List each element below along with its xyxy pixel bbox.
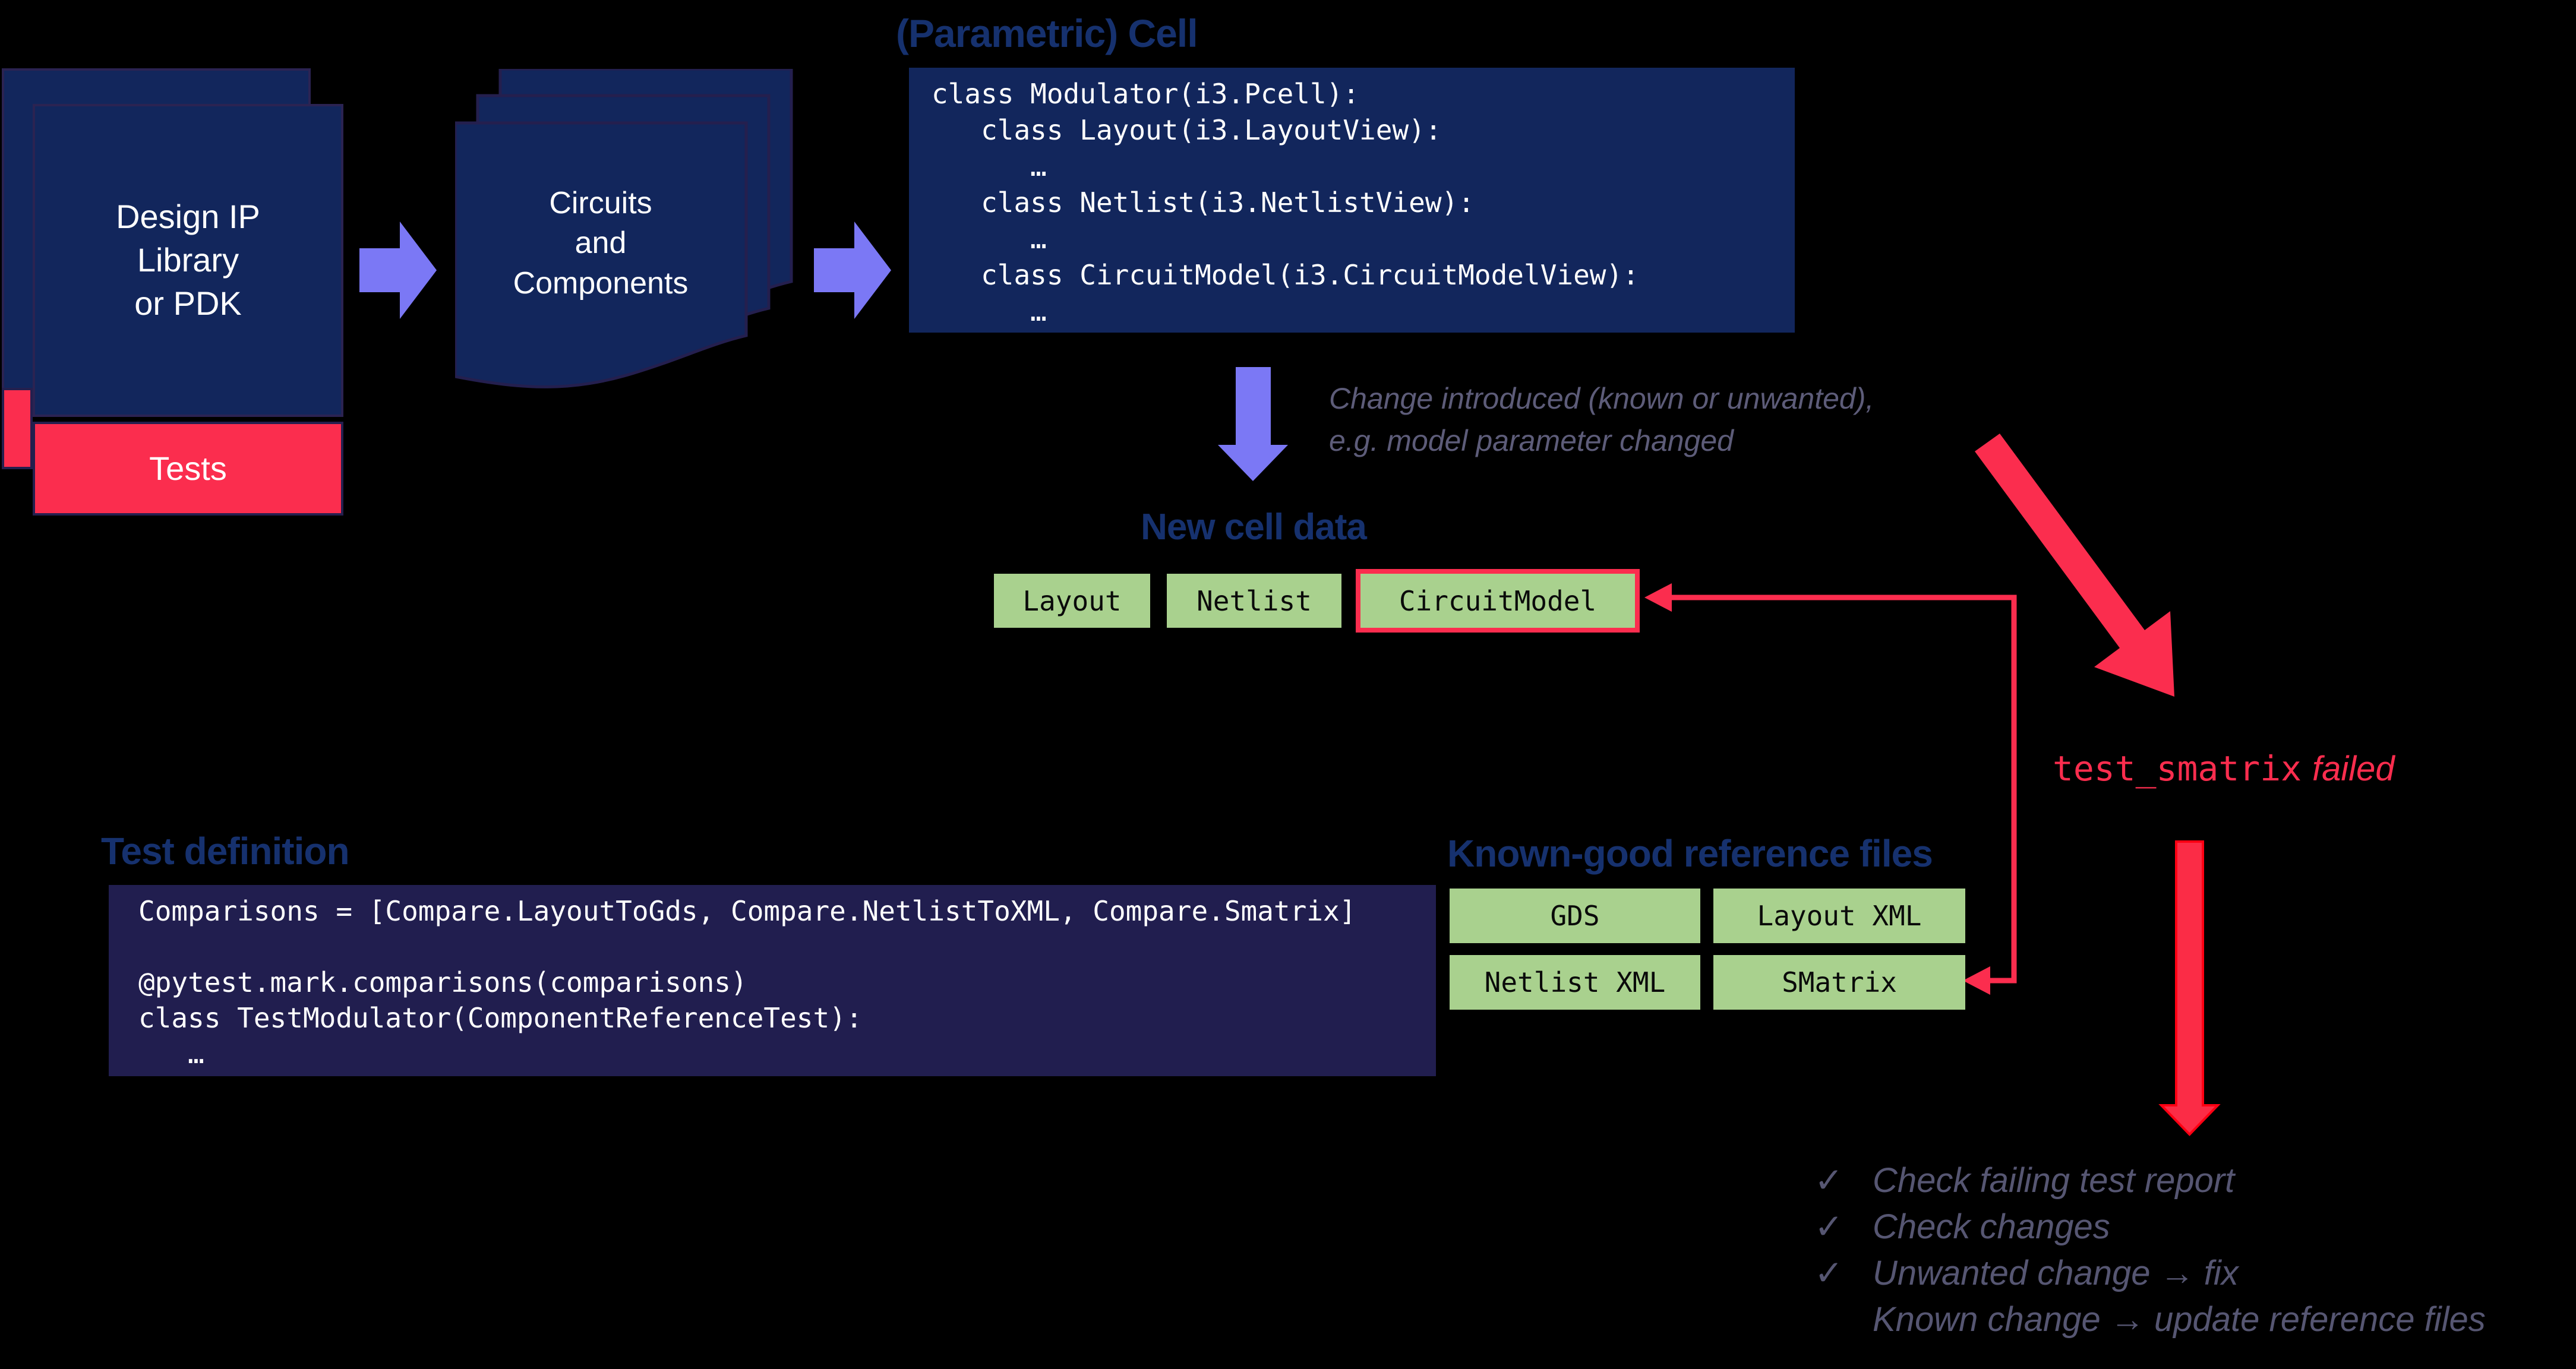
circuits-line3: Components bbox=[513, 265, 689, 301]
code-line bbox=[138, 929, 1436, 965]
check-icon: ✓ bbox=[1814, 1161, 1843, 1200]
new-cell-box-netlist: Netlist bbox=[1167, 574, 1341, 628]
code-line: class TestModulator(ComponentReferenceTe… bbox=[138, 1002, 863, 1034]
circuits-label: Circuits and Components bbox=[455, 178, 746, 309]
code-line: @pytest.mark.comparisons(comparisons) bbox=[138, 966, 747, 998]
failure-checklist: ✓ Check failing test report ✓ Check chan… bbox=[1806, 1157, 2486, 1342]
checklist-text: Check changes bbox=[1873, 1207, 2110, 1246]
test-definition-heading: Test definition bbox=[101, 830, 350, 872]
reference-files-heading: Known-good reference files bbox=[1447, 832, 1933, 875]
ref-box-layout-xml: Layout XML bbox=[1713, 889, 1965, 943]
failure-status: failed bbox=[2312, 750, 2395, 788]
failure-test-name: test_smatrix bbox=[2053, 748, 2302, 789]
test-definition-code-block: Comparisons = [Compare.LayoutToGds, Comp… bbox=[109, 885, 1436, 1076]
checklist-text: Known change → update reference files bbox=[1873, 1300, 2486, 1339]
ref-box-netlist-xml: Netlist XML bbox=[1450, 955, 1700, 1010]
new-cell-data-heading: New cell data bbox=[1141, 507, 1367, 548]
design-ip-box: Design IP Library or PDK bbox=[33, 104, 343, 417]
ref-box-smatrix: SMatrix bbox=[1713, 955, 1965, 1010]
checklist-item: ✓ Unwanted change → fix bbox=[1806, 1250, 2486, 1296]
new-cell-box-layout: Layout bbox=[994, 574, 1150, 628]
failure-message: test_smatrix failed bbox=[2053, 748, 2395, 789]
code-line: … bbox=[932, 150, 1047, 182]
ref-box-gds: GDS bbox=[1450, 889, 1700, 943]
code-line: Comparisons = [Compare.LayoutToGds, Comp… bbox=[138, 895, 1356, 927]
flow-arrow-down-icon bbox=[1218, 367, 1288, 481]
change-note-line1: Change introduced (known or unwanted), bbox=[1329, 382, 1874, 415]
code-line: class Netlist(i3.NetlistView): bbox=[932, 186, 1475, 219]
check-icon: ✓ bbox=[1814, 1254, 1843, 1292]
code-line: class Modulator(i3.Pcell): bbox=[932, 78, 1360, 110]
design-ip-label: Design IP Library or PDK bbox=[116, 195, 260, 325]
doc-page-front bbox=[455, 121, 748, 388]
code-line: class CircuitModel(i3.CircuitModelView): bbox=[932, 259, 1639, 291]
check-icon: ✓ bbox=[1814, 1207, 1843, 1246]
code-line: … bbox=[138, 1038, 204, 1070]
checklist-item: Known change → update reference files bbox=[1806, 1296, 2486, 1342]
new-cell-box-circuitmodel: CircuitModel bbox=[1356, 569, 1640, 633]
code-line: … bbox=[932, 223, 1047, 255]
tests-label: Tests bbox=[149, 449, 227, 487]
failure-vertical-arrow-icon bbox=[2158, 840, 2221, 1136]
design-ip-line3: or PDK bbox=[134, 284, 242, 322]
design-ip-line2: Library bbox=[137, 241, 239, 279]
tests-box: Tests bbox=[33, 422, 343, 516]
pcell-code-block: class Modulator(i3.Pcell): class Layout(… bbox=[909, 68, 1795, 333]
circuits-line2: and bbox=[574, 226, 627, 261]
checklist-item: ✓ Check changes bbox=[1806, 1203, 2486, 1250]
checklist-item: ✓ Check failing test report bbox=[1806, 1157, 2486, 1203]
pcell-heading: (Parametric) Cell bbox=[896, 11, 1198, 55]
flow-arrow-right-1-icon bbox=[359, 222, 437, 319]
checklist-text: Unwanted change → fix bbox=[1873, 1253, 2239, 1292]
circuits-line1: Circuits bbox=[549, 185, 652, 220]
design-ip-line1: Design IP bbox=[116, 198, 260, 236]
change-note: Change introduced (known or unwanted), e… bbox=[1329, 378, 1874, 462]
failure-diagonal-arrow-icon bbox=[1975, 434, 2174, 697]
comparison-connector-icon bbox=[1644, 583, 2017, 995]
checklist-text: Check failing test report bbox=[1873, 1161, 2235, 1200]
code-line: class Layout(i3.LayoutView): bbox=[932, 114, 1442, 146]
flow-arrow-right-2-icon bbox=[814, 222, 891, 319]
circuits-doc-stack bbox=[455, 69, 793, 388]
change-note-line2: e.g. model parameter changed bbox=[1329, 424, 1734, 457]
code-line: … bbox=[932, 295, 1047, 327]
tests-back-page bbox=[2, 388, 33, 469]
